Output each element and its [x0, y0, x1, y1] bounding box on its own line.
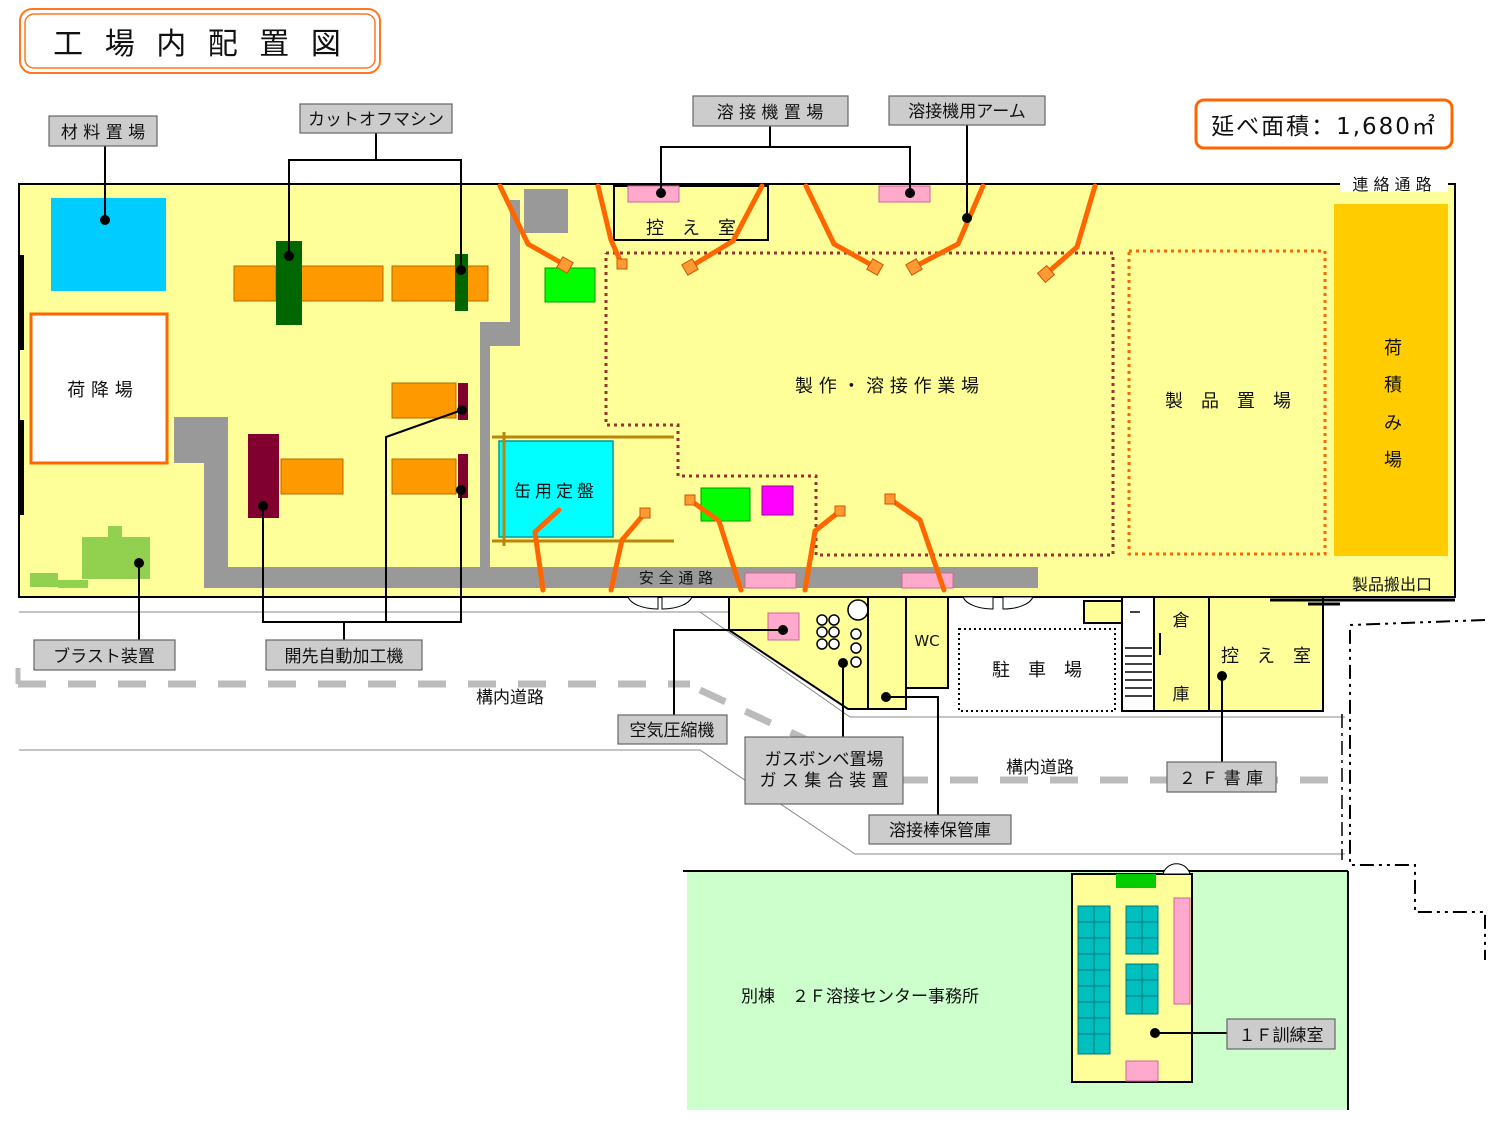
svg-text:ブラスト装置: ブラスト装置 [53, 646, 155, 667]
parking-area [958, 628, 1116, 712]
surface-plate: 缶用定盤 [492, 432, 674, 546]
warehouse [1153, 596, 1210, 712]
annex-label: 別棟 ２Ｆ溶接センター事務所 [741, 987, 979, 1007]
blast-device [30, 526, 150, 588]
callout-document-room: ２ Ｆ 書 庫 [1166, 761, 1277, 793]
svg-text:１Ｆ訓練室: １Ｆ訓練室 [1239, 1026, 1324, 1046]
welding-arms [497, 183, 1098, 593]
callout-gas-cylinder: ガスボンベ置場 ガ ス 集 合 装 置 [744, 736, 904, 805]
safety-passage-label: 安 全 通 路 [639, 569, 713, 587]
waiting-room-top-label: 控 え 室 [646, 218, 736, 239]
passage-walkways [174, 189, 1038, 588]
loading-area-label: 荷 降 場 [67, 380, 132, 401]
callout-welder-storage: 溶 接 機 置 場 [692, 95, 849, 127]
svg-text:材 料 置 場: 材 料 置 場 [61, 123, 145, 143]
premises-road-label-1: 構内道路 [476, 688, 544, 708]
wc-room [905, 596, 949, 689]
callout-cutoff-machine: カットオフマシン [299, 103, 453, 134]
product-storage-label: 製 品 置 場 [1165, 391, 1291, 412]
shipping-label-1: 荷 [1384, 338, 1402, 359]
work-area-label: 製 作 ・ 溶 接 作 業 場 [795, 376, 979, 397]
factory-floor [18, 183, 1456, 598]
callout-welder-arm: 溶接機用アーム [888, 95, 1046, 126]
svg-text:ガ ス 集 合 装 置: ガ ス 集 合 装 置 [759, 771, 888, 791]
svg-text:溶 接 機 置 場: 溶 接 機 置 場 [717, 103, 824, 123]
title-box: 工 場 内 配 置 図 [19, 8, 381, 74]
annex-area [687, 872, 1348, 1110]
waiting-room-right [1208, 596, 1324, 712]
svg-text:カットオフマシン: カットオフマシン [308, 110, 444, 130]
waiting-room-top [613, 185, 769, 241]
bevel-machine-3 [458, 454, 468, 498]
shipping-label-3: み [1384, 413, 1402, 434]
svg-text:溶接棒保管庫: 溶接棒保管庫 [889, 821, 991, 841]
shipping-label-2: 積 [1384, 375, 1402, 396]
shipping-area [1334, 204, 1448, 556]
material-racks [233, 265, 489, 495]
loading-area [29, 312, 169, 465]
svg-text:溶接機用アーム: 溶接機用アーム [908, 102, 1025, 122]
warehouse-label-top: 倉 [1173, 611, 1190, 631]
svg-text:開先自動加工機: 開先自動加工機 [285, 647, 404, 667]
warehouse-label-bottom: 庫 [1173, 685, 1190, 705]
callout-air-compressor: 空気圧縮機 [617, 714, 728, 745]
product-storage-area [1127, 249, 1327, 556]
material-storage-area [51, 198, 166, 291]
shipping-label-4: 場 [1384, 450, 1402, 471]
work-area-outline [604, 251, 1115, 557]
page-title: 工 場 内 配 置 図 [53, 27, 347, 62]
bevel-machine-2 [458, 383, 468, 420]
callout-training-room: １Ｆ訓練室 [1226, 1018, 1336, 1050]
callout-blast-device: ブラスト装置 [33, 639, 176, 671]
total-area-badge: 延べ面積：1,680㎡ [1194, 98, 1454, 150]
svg-text:ガスボンベ置場: ガスボンベ置場 [765, 750, 884, 770]
connecting-passage-label: 連 絡 通 路 [1352, 175, 1431, 194]
total-area-text: 延べ面積：1,680㎡ [1211, 114, 1437, 140]
wc-label: WC [914, 632, 939, 650]
surface-plate-label: 缶用定盤 [514, 482, 598, 502]
parking-label: 駐 車 場 [992, 660, 1082, 681]
waiting-room-right-label: 控 え 室 [1221, 646, 1311, 667]
callout-material-storage: 材 料 置 場 [48, 115, 158, 147]
site-boundary [1349, 619, 1486, 960]
callout-rod-storage: 溶接棒保管庫 [868, 814, 1012, 845]
svg-text:２ Ｆ 書 庫: ２ Ｆ 書 庫 [1179, 769, 1263, 789]
svg-text:空気圧縮機: 空気圧縮機 [630, 721, 715, 741]
premises-road-label-2: 構内道路 [1006, 758, 1074, 778]
callout-bevel-machine: 開先自動加工機 [265, 639, 423, 671]
product-exit-label: 製品搬出口 [1352, 575, 1432, 594]
